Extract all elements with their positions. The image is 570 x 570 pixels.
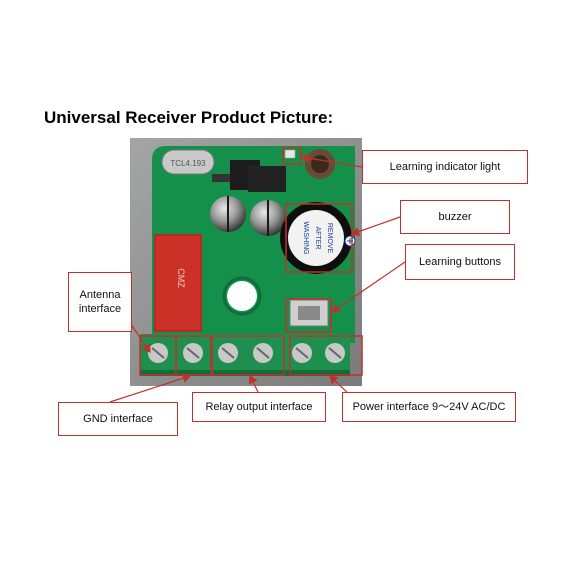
- terminal-screw-5: [292, 343, 312, 363]
- callout-relay-output-interface-text: Relay output interface: [205, 400, 313, 413]
- relay: CMZ: [154, 234, 202, 332]
- callout-gnd-interface-text: GND interface: [83, 412, 153, 425]
- svg-text:REMOVE: REMOVE: [326, 223, 333, 254]
- callout-buzzer-text: buzzer: [438, 210, 472, 223]
- crystal-oscillator: TCL4.193: [161, 149, 215, 175]
- callout-learning-indicator-light: Learning indicator light: [362, 150, 528, 184]
- callout-buzzer: buzzer: [400, 200, 510, 234]
- svg-text:AFTER: AFTER: [314, 227, 321, 250]
- learning-button: [289, 299, 329, 327]
- callout-relay-output-interface: Relay output interface: [192, 392, 326, 422]
- terminal-screw-1: [148, 343, 168, 363]
- learning-indicator-led: [284, 149, 296, 159]
- ic-chip-right: [248, 166, 286, 192]
- callout-power-interface-text: Power interface 9～24V AC/DC: [352, 400, 506, 413]
- svg-text:WASHING: WASHING: [302, 221, 309, 254]
- terminal-screw-3: [218, 343, 238, 363]
- callout-antenna-interface: Antenna interface: [68, 272, 132, 332]
- page-title: Universal Receiver Product Picture:: [44, 108, 334, 127]
- relay-marking: CMZ: [176, 268, 186, 288]
- mounting-hole: [227, 281, 257, 311]
- callout-antenna-interface-text: Antenna interface: [78, 288, 122, 315]
- terminal-block: [140, 334, 350, 376]
- callout-learning-buttons-text: Learning buttons: [419, 255, 501, 268]
- callout-power-interface: Power interface 9～24V AC/DC: [342, 392, 516, 422]
- terminal-screw-6: [325, 343, 345, 363]
- pcb-board: [152, 146, 355, 343]
- terminal-screw-2: [183, 343, 203, 363]
- receiver-board-photo: TCL4.193 CMZ REMOVE AFTER WASHING: [130, 138, 362, 386]
- callout-learning-buttons: Learning buttons: [405, 244, 515, 280]
- crystal-marking: TCL4.193: [170, 159, 206, 168]
- terminal-screw-4: [253, 343, 273, 363]
- callout-learning-indicator-light-text: Learning indicator light: [389, 160, 501, 173]
- callout-gnd-interface: GND interface: [58, 402, 178, 436]
